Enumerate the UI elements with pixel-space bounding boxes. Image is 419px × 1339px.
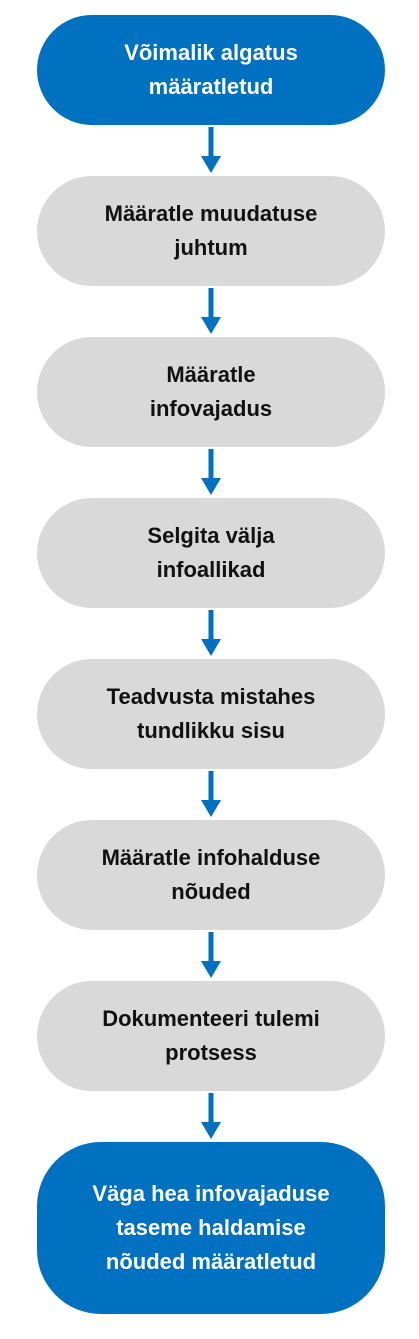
node-label-line: Määratle — [166, 362, 256, 387]
node-label-line: juhtum — [174, 235, 248, 260]
node-label-line: Selgita välja — [147, 523, 275, 548]
flow-node-step-5: Määratle infohalduse nõuded — [37, 820, 385, 930]
flow-node-step-1: Määratle muudatuse juhtum — [37, 176, 385, 286]
flow-node-step-6: Dokumenteeri tulemi protsess — [37, 981, 385, 1091]
node-label-line: Määratle muudatuse — [104, 201, 318, 226]
node-label-line: Võimalik algatus — [124, 40, 298, 65]
node-label-line: nõuded määratletud — [105, 1249, 317, 1274]
flow-node-step-3: Selgita välja infoallikad — [37, 498, 385, 608]
node-label-line: määratletud — [148, 74, 274, 99]
arrow-down-icon — [199, 447, 223, 498]
flow-node-step-4: Teadvusta mistahes tundlikku sisu — [37, 659, 385, 769]
flow-node-end: Väga hea infovajaduse taseme haldamise n… — [37, 1142, 385, 1314]
node-label-line: Määratle infohalduse — [101, 845, 321, 870]
arrow-down-icon — [199, 608, 223, 659]
node-label-line: taseme haldamise — [116, 1215, 306, 1240]
arrow-down-icon — [199, 769, 223, 820]
node-label-line: Dokumenteeri tulemi — [102, 1006, 320, 1031]
flow-node-start: Võimalik algatus määratletud — [37, 15, 385, 125]
arrow-down-icon — [199, 286, 223, 337]
arrow-down-icon — [199, 125, 223, 176]
node-label-line: infovajadus — [149, 396, 273, 421]
node-label-line: tundlikku sisu — [137, 718, 285, 743]
node-label-line: Väga hea infovajaduse — [92, 1181, 330, 1206]
flow-node-step-2: Määratle infovajadus — [37, 337, 385, 447]
node-label-line: infoallikad — [156, 557, 266, 582]
node-label-line: nõuded — [171, 879, 251, 904]
node-label-line: protsess — [165, 1040, 257, 1065]
arrow-down-icon — [199, 1091, 223, 1142]
node-label-line: Teadvusta mistahes — [106, 684, 316, 709]
arrow-down-icon — [199, 930, 223, 981]
